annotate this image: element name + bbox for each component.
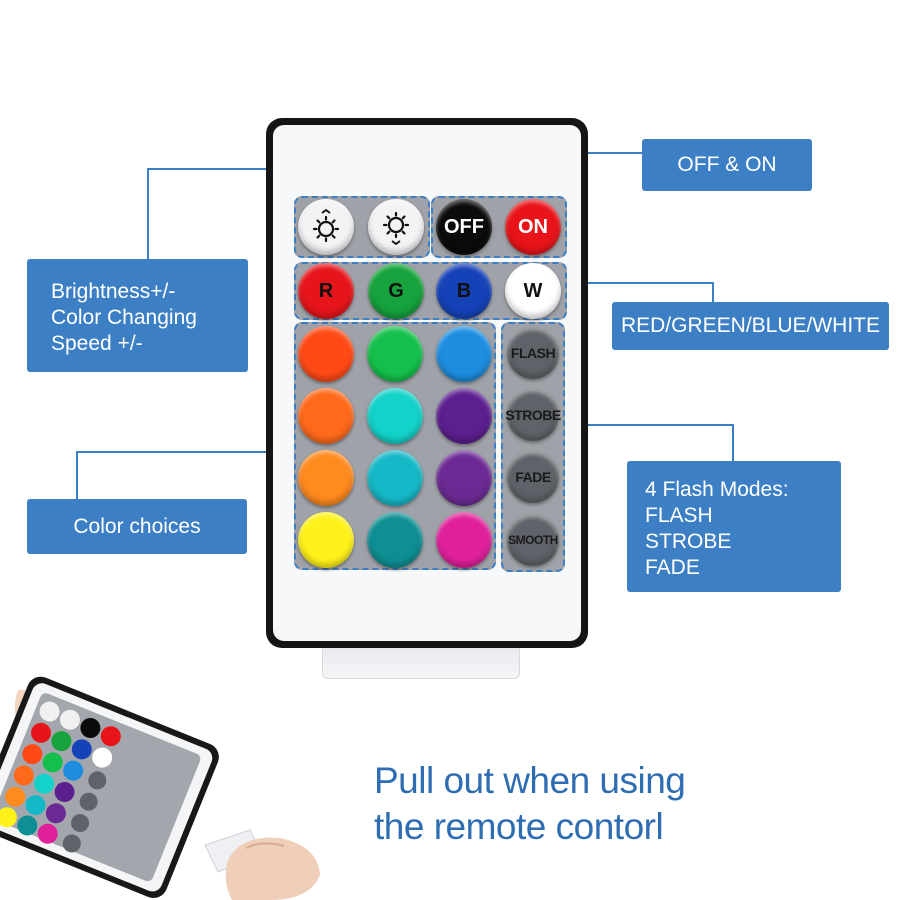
red-button[interactable]: R — [298, 263, 354, 319]
callout-flash-modes-line-3: STROBE — [645, 530, 732, 553]
callout-flash-modes-line-2: FLASH — [645, 504, 713, 527]
inset-photo-remote-in-hand — [0, 676, 320, 900]
callout-rgbw: RED/GREEN/BLUE/WHITE — [612, 302, 889, 350]
callout-color-choices: Color choices — [27, 499, 247, 554]
color-button[interactable] — [436, 326, 492, 382]
flash-button[interactable]: FLASH — [507, 327, 559, 379]
caption-line-1: Pull out when using — [374, 760, 686, 801]
callout-rgbw-text: RED/GREEN/BLUE/WHITE — [620, 314, 881, 337]
fade-button[interactable]: FADE — [507, 451, 559, 503]
color-button[interactable] — [436, 450, 492, 506]
color-button[interactable] — [298, 450, 354, 506]
off-button-label: OFF — [444, 215, 484, 238]
color-button[interactable] — [298, 326, 354, 382]
leader-modes-h — [562, 424, 734, 426]
color-button[interactable] — [367, 388, 423, 444]
strobe-button-label: STROBE — [505, 407, 561, 423]
remote-battery-tab — [322, 648, 520, 679]
sun-up-icon — [312, 209, 340, 243]
leader-color-v — [76, 451, 78, 499]
callout-color-choices-text: Color choices — [73, 514, 201, 538]
color-button[interactable] — [436, 388, 492, 444]
callout-off-on-text: OFF & ON — [677, 153, 777, 176]
inset-button-grid — [0, 701, 121, 853]
callout-flash-modes: 4 Flash Modes: FLASH STROBE FADE — [627, 461, 841, 592]
brightness-down-button[interactable] — [368, 199, 424, 255]
off-button[interactable]: OFF — [436, 199, 492, 255]
white-button[interactable]: W — [505, 263, 561, 319]
smooth-button-label: SMOOTH — [508, 533, 558, 547]
callout-brightness-line-3: Speed +/- — [51, 332, 143, 355]
color-button[interactable] — [436, 512, 492, 568]
callout-flash-modes-line-1: 4 Flash Modes: — [645, 478, 789, 501]
fade-button-label: FADE — [515, 469, 551, 485]
leader-off-on-h — [536, 152, 642, 154]
callout-brightness-line-1: Brightness+/- — [51, 280, 176, 303]
white-button-label: W — [523, 279, 543, 302]
blue-button-label: B — [456, 279, 472, 302]
callout-brightness: Brightness+/- Color Changing Speed +/- — [27, 259, 248, 372]
brightness-up-button[interactable] — [298, 199, 354, 255]
caption: Pull out when using the remote contorl — [374, 758, 686, 850]
strobe-button[interactable]: STROBE — [505, 389, 561, 441]
red-button-label: R — [318, 279, 334, 302]
caption-line-2: the remote contorl — [374, 806, 664, 847]
green-button[interactable]: G — [368, 263, 424, 319]
color-button[interactable] — [298, 512, 354, 568]
leader-color-h — [76, 451, 294, 453]
color-button[interactable] — [367, 326, 423, 382]
color-button[interactable] — [367, 450, 423, 506]
color-button[interactable] — [298, 388, 354, 444]
flash-button-label: FLASH — [510, 345, 556, 361]
on-button[interactable]: ON — [505, 199, 561, 255]
smooth-button[interactable]: SMOOTH — [507, 514, 559, 566]
green-button-label: G — [388, 279, 404, 302]
on-button-label: ON — [518, 215, 548, 238]
leader-rgbw-h — [566, 282, 714, 284]
callout-flash-modes-line-4: FADE — [645, 556, 700, 579]
leader-rgbw-v — [712, 282, 714, 304]
leader-brightness-v1 — [147, 168, 149, 260]
leader-modes-v — [732, 424, 734, 462]
sun-down-icon — [382, 211, 410, 245]
leader-brightness-h — [147, 168, 367, 170]
color-button[interactable] — [367, 512, 423, 568]
blue-button[interactable]: B — [436, 263, 492, 319]
callout-off-on: OFF & ON — [642, 139, 812, 191]
callout-brightness-line-2: Color Changing — [51, 306, 197, 329]
